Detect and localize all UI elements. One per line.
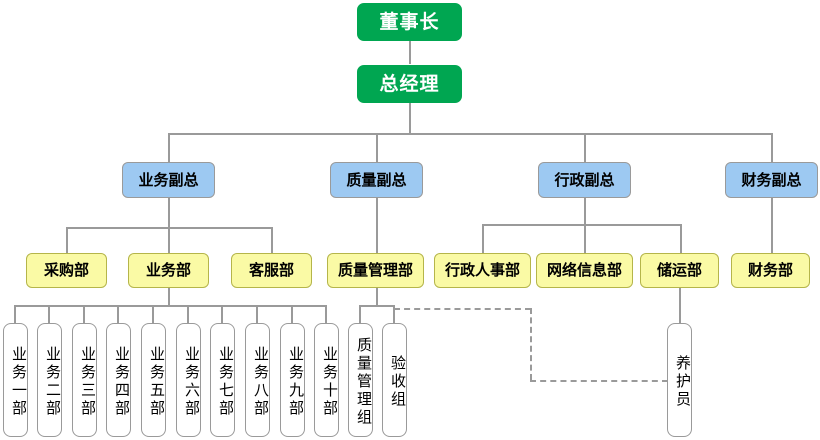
connector-team-drop-1 [14, 305, 16, 323]
connector-team-drop-2 [48, 305, 50, 323]
node-team-quality-management[interactable]: 质量管理组 [348, 323, 373, 437]
connector-team-drop-7 [221, 305, 223, 323]
connector-team-drop-9 [291, 305, 293, 323]
node-vp-finance[interactable]: 财务副总 [725, 162, 818, 198]
node-team-business-4[interactable]: 业务四部 [106, 323, 131, 437]
connector-team-drop-8 [256, 305, 258, 323]
connector-vp-drop-2 [376, 133, 378, 162]
node-team-acceptance[interactable]: 验收组 [382, 323, 407, 437]
node-team-business-2[interactable]: 业务二部 [37, 323, 62, 437]
node-team-business-7[interactable]: 业务七部 [210, 323, 235, 437]
node-team-business-9[interactable]: 业务九部 [280, 323, 305, 437]
node-chairman[interactable]: 董事长 [357, 3, 462, 41]
connector-dept-bar-admin [482, 224, 681, 226]
node-team-maintenance[interactable]: 养护员 [667, 323, 692, 437]
node-team-business-6[interactable]: 业务六部 [176, 323, 201, 437]
node-vp-business[interactable]: 业务副总 [122, 162, 215, 198]
connector-dept-drop-business [168, 227, 170, 253]
node-dept-customer-service[interactable]: 客服部 [231, 253, 312, 288]
connector-chairman-gm [409, 40, 411, 64]
connector-vp4-down [771, 197, 773, 253]
connector-vp-drop-1 [168, 133, 170, 162]
dashed-link-vertical [530, 308, 532, 380]
connector-dept-drop-service [271, 227, 273, 253]
node-dept-network-info[interactable]: 网络信息部 [536, 253, 633, 288]
connector-vp3-down [584, 197, 586, 225]
connector-vp-drop-3 [584, 133, 586, 162]
connector-vp-bar [168, 133, 772, 135]
dashed-link-bottom [530, 380, 668, 382]
connector-team-drop-10 [325, 305, 327, 323]
connector-quality-drop-2 [393, 305, 395, 323]
node-dept-logistics[interactable]: 储运部 [640, 253, 719, 288]
node-vp-admin[interactable]: 行政副总 [538, 162, 631, 198]
connector-business-down [168, 288, 170, 306]
node-dept-purchasing[interactable]: 采购部 [26, 253, 107, 288]
connector-team-bar [14, 305, 326, 307]
node-general-manager[interactable]: 总经理 [357, 65, 462, 103]
connector-dept-drop-purchase [66, 227, 68, 253]
connector-dept-drop-logistics [680, 224, 682, 253]
connector-quality-drop-1 [359, 305, 361, 323]
connector-gm-down [409, 103, 411, 134]
node-team-business-5[interactable]: 业务五部 [141, 323, 166, 437]
node-team-business-1[interactable]: 业务一部 [3, 323, 28, 437]
node-dept-quality-management[interactable]: 质量管理部 [327, 253, 424, 288]
node-team-business-10[interactable]: 业务十部 [314, 323, 339, 437]
node-vp-quality[interactable]: 质量副总 [330, 162, 423, 198]
connector-quality-bar [359, 305, 394, 307]
node-team-business-8[interactable]: 业务八部 [245, 323, 270, 437]
connector-dept-drop-it [584, 224, 586, 253]
connector-team-drop-6 [187, 305, 189, 323]
node-team-business-3[interactable]: 业务三部 [72, 323, 97, 437]
node-dept-business[interactable]: 业务部 [128, 253, 209, 288]
connector-vp-drop-4 [771, 133, 773, 162]
connector-team-drop-4 [117, 305, 119, 323]
node-dept-hr-admin[interactable]: 行政人事部 [434, 253, 531, 288]
connector-team-drop-5 [152, 305, 154, 323]
connector-team-drop-3 [83, 305, 85, 323]
connector-vp1-down [168, 197, 170, 228]
node-dept-finance[interactable]: 财务部 [731, 253, 810, 288]
connector-logistics-maintenance [679, 288, 681, 323]
connector-quality-down [376, 288, 378, 306]
connector-vp2-down [376, 197, 378, 253]
dashed-link-top [394, 308, 531, 310]
connector-dept-drop-hr [482, 224, 484, 253]
